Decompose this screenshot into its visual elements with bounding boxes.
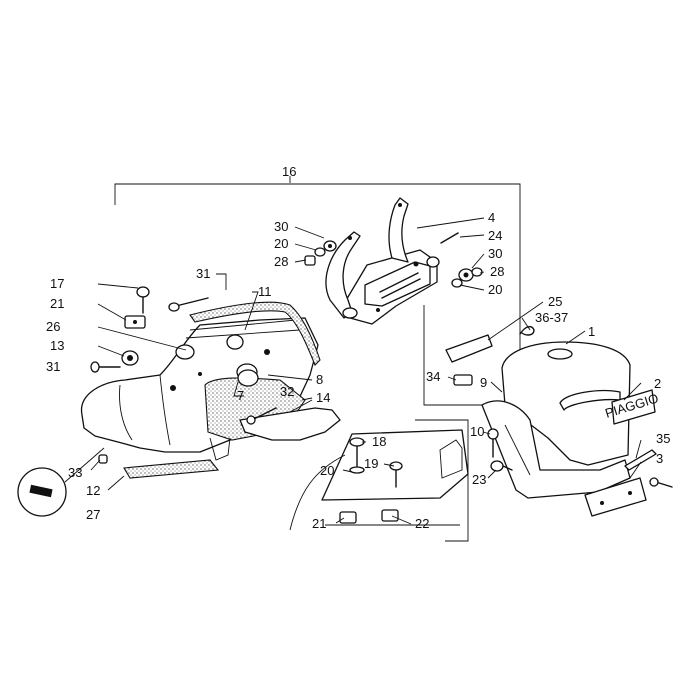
callout-31-top: 31 <box>196 266 210 281</box>
callout-25: 25 <box>548 294 562 309</box>
callout-13: 13 <box>50 338 64 353</box>
callout-20-right: 20 <box>488 282 502 297</box>
callout-30-right: 30 <box>488 246 502 261</box>
screw-31-top <box>168 297 209 312</box>
hook-36-37 <box>519 325 535 336</box>
callout-8: 8 <box>316 372 323 387</box>
cap-34 <box>453 374 473 386</box>
detail-circle-27 <box>17 447 105 517</box>
screw-10 <box>487 428 499 458</box>
nut-28-right <box>471 267 483 277</box>
callout-21-upper: 21 <box>50 296 64 311</box>
callout-24: 24 <box>488 228 502 243</box>
clip-21-lower <box>339 511 357 524</box>
bracket-3 <box>584 477 647 517</box>
callout-28-right: 28 <box>490 264 504 279</box>
callout-18: 18 <box>372 434 386 449</box>
callout-17: 17 <box>50 276 64 291</box>
screw-17 <box>136 286 150 314</box>
callout-36-37: 36-37 <box>535 310 568 325</box>
spring-pin-24 <box>440 232 459 244</box>
callout-3: 3 <box>656 451 663 466</box>
washer-30-left <box>323 240 337 252</box>
assembly-bracket-16 <box>114 176 521 542</box>
callout-31-left: 31 <box>46 359 60 374</box>
callout-10: 10 <box>470 424 484 439</box>
callout-20-left: 20 <box>274 236 288 251</box>
callout-20-center: 20 <box>320 463 334 478</box>
callout-32: 32 <box>280 384 294 399</box>
callout-34: 34 <box>426 369 440 384</box>
callout-9: 9 <box>480 375 487 390</box>
callout-16: 16 <box>282 164 296 179</box>
screw-23 <box>490 460 513 472</box>
callout-22: 22 <box>415 516 429 531</box>
screw-18 <box>349 437 365 474</box>
screw-31-left <box>90 361 121 373</box>
tail-cover-1 <box>501 341 631 466</box>
clip-21-upper <box>124 315 146 329</box>
nut-33 <box>98 454 108 464</box>
tray-14 <box>239 407 341 441</box>
callout-33: 33 <box>68 465 82 480</box>
screw-32 <box>246 407 277 425</box>
washer-20-right <box>451 278 463 288</box>
clip-22 <box>381 509 399 522</box>
washer-20-left <box>314 247 326 257</box>
pad-12 <box>123 459 220 479</box>
callout-1: 1 <box>588 324 595 339</box>
seat-hinge-bracket <box>325 197 440 325</box>
callout-7: 7 <box>237 388 244 403</box>
grommet-13 <box>121 350 139 366</box>
callout-14: 14 <box>316 390 330 405</box>
lamp-25 <box>445 334 493 363</box>
plug-7 <box>237 369 259 387</box>
screw-3 <box>649 477 673 488</box>
callout-27: 27 <box>86 507 100 522</box>
callout-11: 11 <box>258 284 272 299</box>
callout-30-left: 30 <box>274 219 288 234</box>
callout-21-lower: 21 <box>312 516 326 531</box>
nut-28-left <box>304 255 316 266</box>
strip-35 <box>624 449 657 471</box>
callout-26: 26 <box>46 319 60 334</box>
screw-19 <box>389 461 403 488</box>
callout-2: 2 <box>654 376 661 391</box>
callout-4: 4 <box>488 210 495 225</box>
callout-23: 23 <box>472 472 486 487</box>
seal-strip-11 <box>189 301 321 366</box>
leader-lines <box>90 217 642 525</box>
callout-19: 19 <box>364 456 378 471</box>
callout-12: 12 <box>86 483 100 498</box>
callout-28-left: 28 <box>274 254 288 269</box>
callout-labels: 1 2 3 4 7 8 9 10 11 12 13 14 16 17 18 19… <box>46 164 670 531</box>
callout-35: 35 <box>656 431 670 446</box>
washer-30-right <box>458 268 474 282</box>
